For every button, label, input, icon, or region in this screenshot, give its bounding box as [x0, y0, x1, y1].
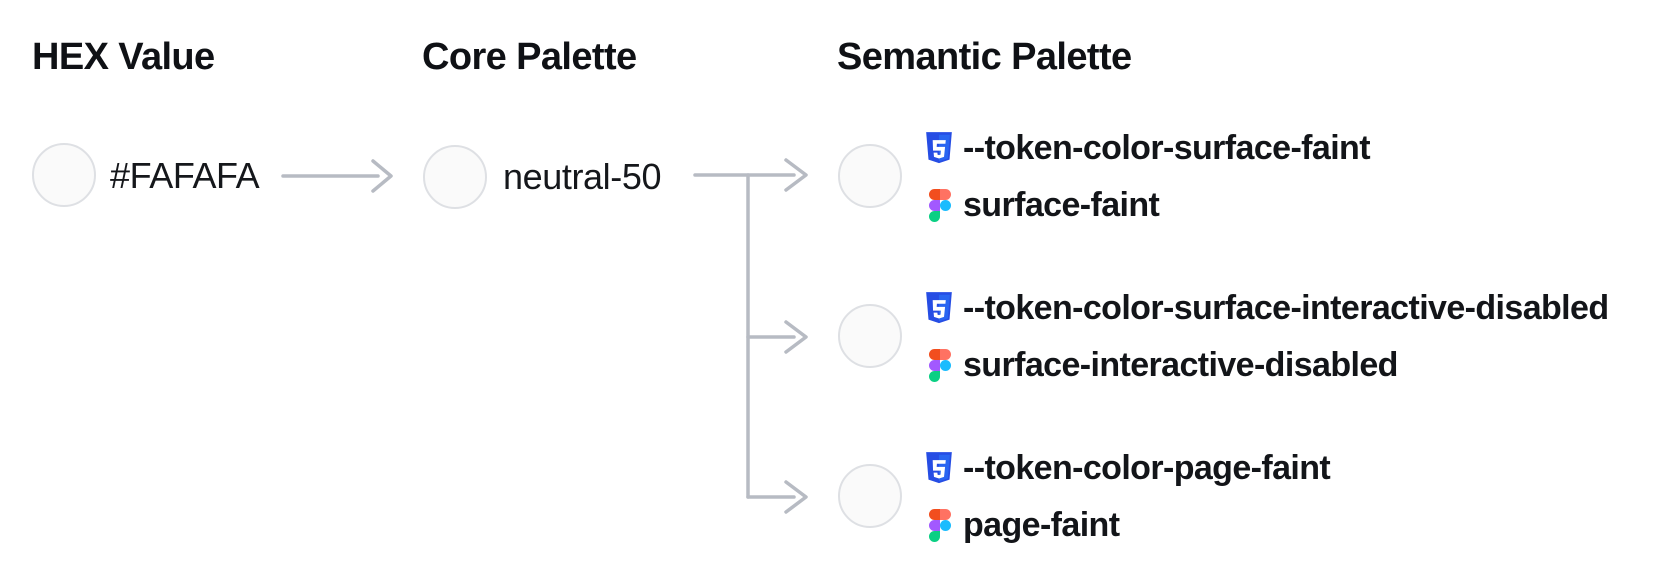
figma-style-line: surface-faint — [925, 183, 1370, 227]
figma-icon — [929, 188, 951, 222]
figma-style-label: surface-faint — [963, 185, 1160, 224]
hex-swatch — [32, 143, 96, 207]
arrow-hex-to-core — [281, 159, 393, 193]
css-variable-line: --token-color-surface-faint — [925, 126, 1371, 170]
css-variable-line: --token-color-page-faint — [925, 446, 1331, 490]
semantic-palette-heading: Semantic Palette — [837, 36, 1132, 78]
figma-style-line: page-faint — [925, 503, 1330, 547]
arrow-core-to-semantic-2 — [746, 320, 808, 354]
core-swatch — [423, 145, 487, 209]
hex-value-heading: HEX Value — [32, 36, 215, 78]
figma-icon — [929, 348, 951, 382]
arrow-core-to-semantic-3 — [746, 480, 808, 514]
semantic-swatch — [838, 304, 902, 368]
css3-icon — [925, 132, 953, 164]
semantic-token-row: --token-color-surface-faint surface-fain… — [925, 126, 1371, 227]
core-palette-heading: Core Palette — [422, 36, 637, 78]
css-variable-label: --token-color-surface-interactive-disabl… — [963, 288, 1609, 327]
core-name-label: neutral-50 — [503, 156, 662, 197]
arrow-core-to-semantic-1 — [693, 158, 808, 192]
figma-style-line: surface-interactive-disabled — [925, 343, 1609, 387]
figma-icon — [929, 508, 951, 542]
semantic-token-row: --token-color-surface-interactive-disabl… — [925, 286, 1609, 387]
semantic-token-row: --token-color-page-faint page-faint — [925, 446, 1331, 547]
css3-icon — [925, 292, 953, 324]
semantic-swatch — [838, 144, 902, 208]
hex-value-label: #FAFAFA — [110, 155, 260, 196]
css-variable-label: --token-color-page-faint — [963, 448, 1331, 487]
css3-icon — [925, 452, 953, 484]
figma-style-label: surface-interactive-disabled — [963, 345, 1398, 384]
css-variable-label: --token-color-surface-faint — [963, 128, 1371, 167]
figma-style-label: page-faint — [963, 505, 1120, 544]
css-variable-line: --token-color-surface-interactive-disabl… — [925, 286, 1609, 330]
semantic-swatch — [838, 464, 902, 528]
